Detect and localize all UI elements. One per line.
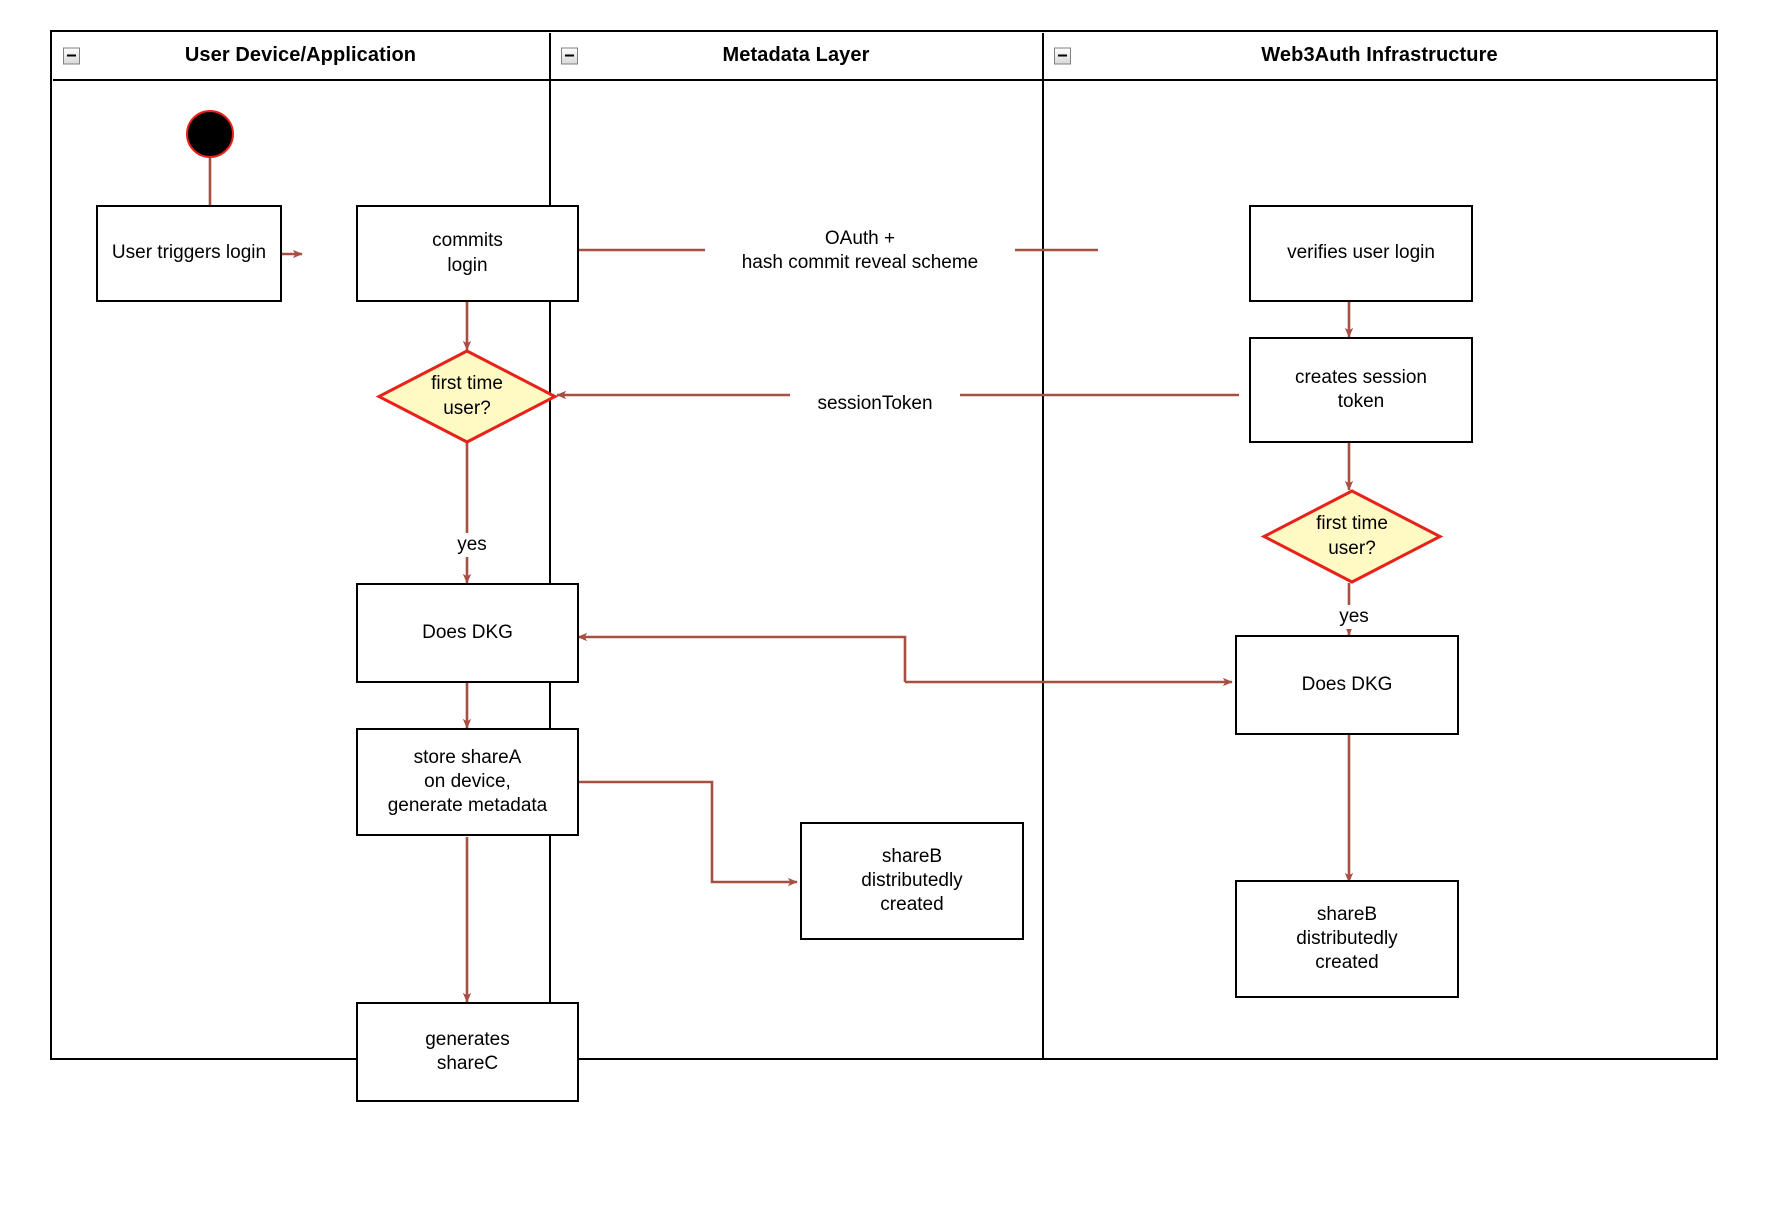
node-creates-session-token[interactable]: creates session token <box>1249 337 1473 443</box>
lane-body-metadata-layer <box>551 80 1044 1058</box>
swimlane-pool <box>50 30 1718 1060</box>
lane-header-user-device[interactable]: User Device/Application <box>52 32 551 81</box>
node-first-time-user-web3auth[interactable]: first time user? <box>1260 489 1444 584</box>
collapse-minus-icon-user-device[interactable] <box>62 47 80 64</box>
edge-label-yes-web3auth: yes <box>1319 605 1389 630</box>
collapse-minus-icon-web3auth[interactable] <box>1053 47 1071 64</box>
node-shareb-metadata[interactable]: shareB distributedly created <box>800 822 1024 940</box>
node-store-sharea[interactable]: store shareA on device, generate metadat… <box>356 728 579 836</box>
node-generates-sharec[interactable]: generates shareC <box>356 1002 579 1102</box>
node-verifies-user-login[interactable]: verifies user login <box>1249 205 1473 302</box>
lane-body-user-device <box>53 80 551 1058</box>
edge-label-oauth: OAuth + hash commit reveal scheme <box>705 227 1015 276</box>
lane-header-metadata-layer[interactable]: Metadata Layer <box>550 32 1044 81</box>
node-user-triggers-login[interactable]: User triggers login <box>96 205 282 302</box>
node-does-dkg-web3auth[interactable]: Does DKG <box>1235 635 1459 735</box>
node-commits-login[interactable]: commits login <box>356 205 579 302</box>
lane-header-web3auth[interactable]: Web3Auth Infrastructure <box>1043 33 1716 81</box>
lane-title-user-device: User Device/Application <box>184 44 417 66</box>
lane-title-metadata-layer: Metadata Layer <box>722 44 870 66</box>
start-node <box>186 110 234 158</box>
lane-title-web3auth: Web3Auth Infrastructure <box>1261 44 1498 66</box>
node-does-dkg-device[interactable]: Does DKG <box>356 583 579 683</box>
node-shareb-web3auth[interactable]: shareB distributedly created <box>1235 880 1459 998</box>
edge-label-yes-device: yes <box>437 533 507 558</box>
collapse-minus-icon-metadata-layer[interactable] <box>560 47 578 64</box>
node-first-time-user-device[interactable]: first time user? <box>375 349 559 444</box>
edge-label-session-token: sessionToken <box>790 392 960 417</box>
